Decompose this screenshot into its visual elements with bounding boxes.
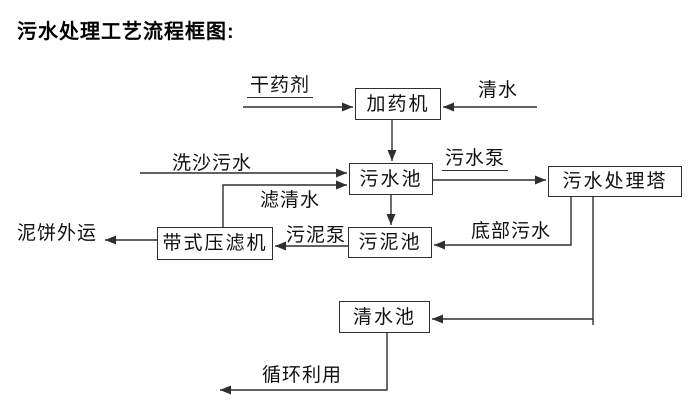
edge-label-recycle-reuse: 循环利用: [262, 365, 343, 386]
edge-label-dry-agent: 干药剂: [247, 76, 314, 98]
edge-label-sludge-pump: 污泥泵: [286, 225, 347, 246]
edge-recycle-reuse-arrow: [220, 333, 388, 395]
node-belt-filter-press: 带式压滤机: [157, 227, 273, 260]
node-dosing-machine: 加药机: [355, 88, 441, 120]
edge-label-filtered-water: 滤清水: [260, 190, 321, 211]
edge-label-sewage-pump: 污水泵: [442, 149, 509, 171]
edge-label-clean-water: 清水: [478, 80, 519, 101]
edge-label-bottom-sewage: 底部污水: [471, 221, 552, 242]
edge-bottom-sewage-arrow: [434, 197, 572, 250]
edge-tower-to-clean-pool-arrow: [432, 197, 594, 324]
node-sludge-pool: 污泥池: [348, 227, 432, 258]
node-sewage-pool: 污水池: [349, 163, 433, 195]
node-clean-water-pool: 清水池: [339, 301, 430, 333]
edge-label-sand-washing-sewage: 洗沙污水: [172, 153, 253, 174]
edge-filtered-water-arrow: [222, 180, 347, 227]
edge-label-mud-cake-outbound: 泥饼外运: [17, 223, 98, 244]
page-title: 污水处理工艺流程框图:: [17, 21, 235, 43]
node-treatment-tower: 污水处理塔: [548, 166, 682, 197]
